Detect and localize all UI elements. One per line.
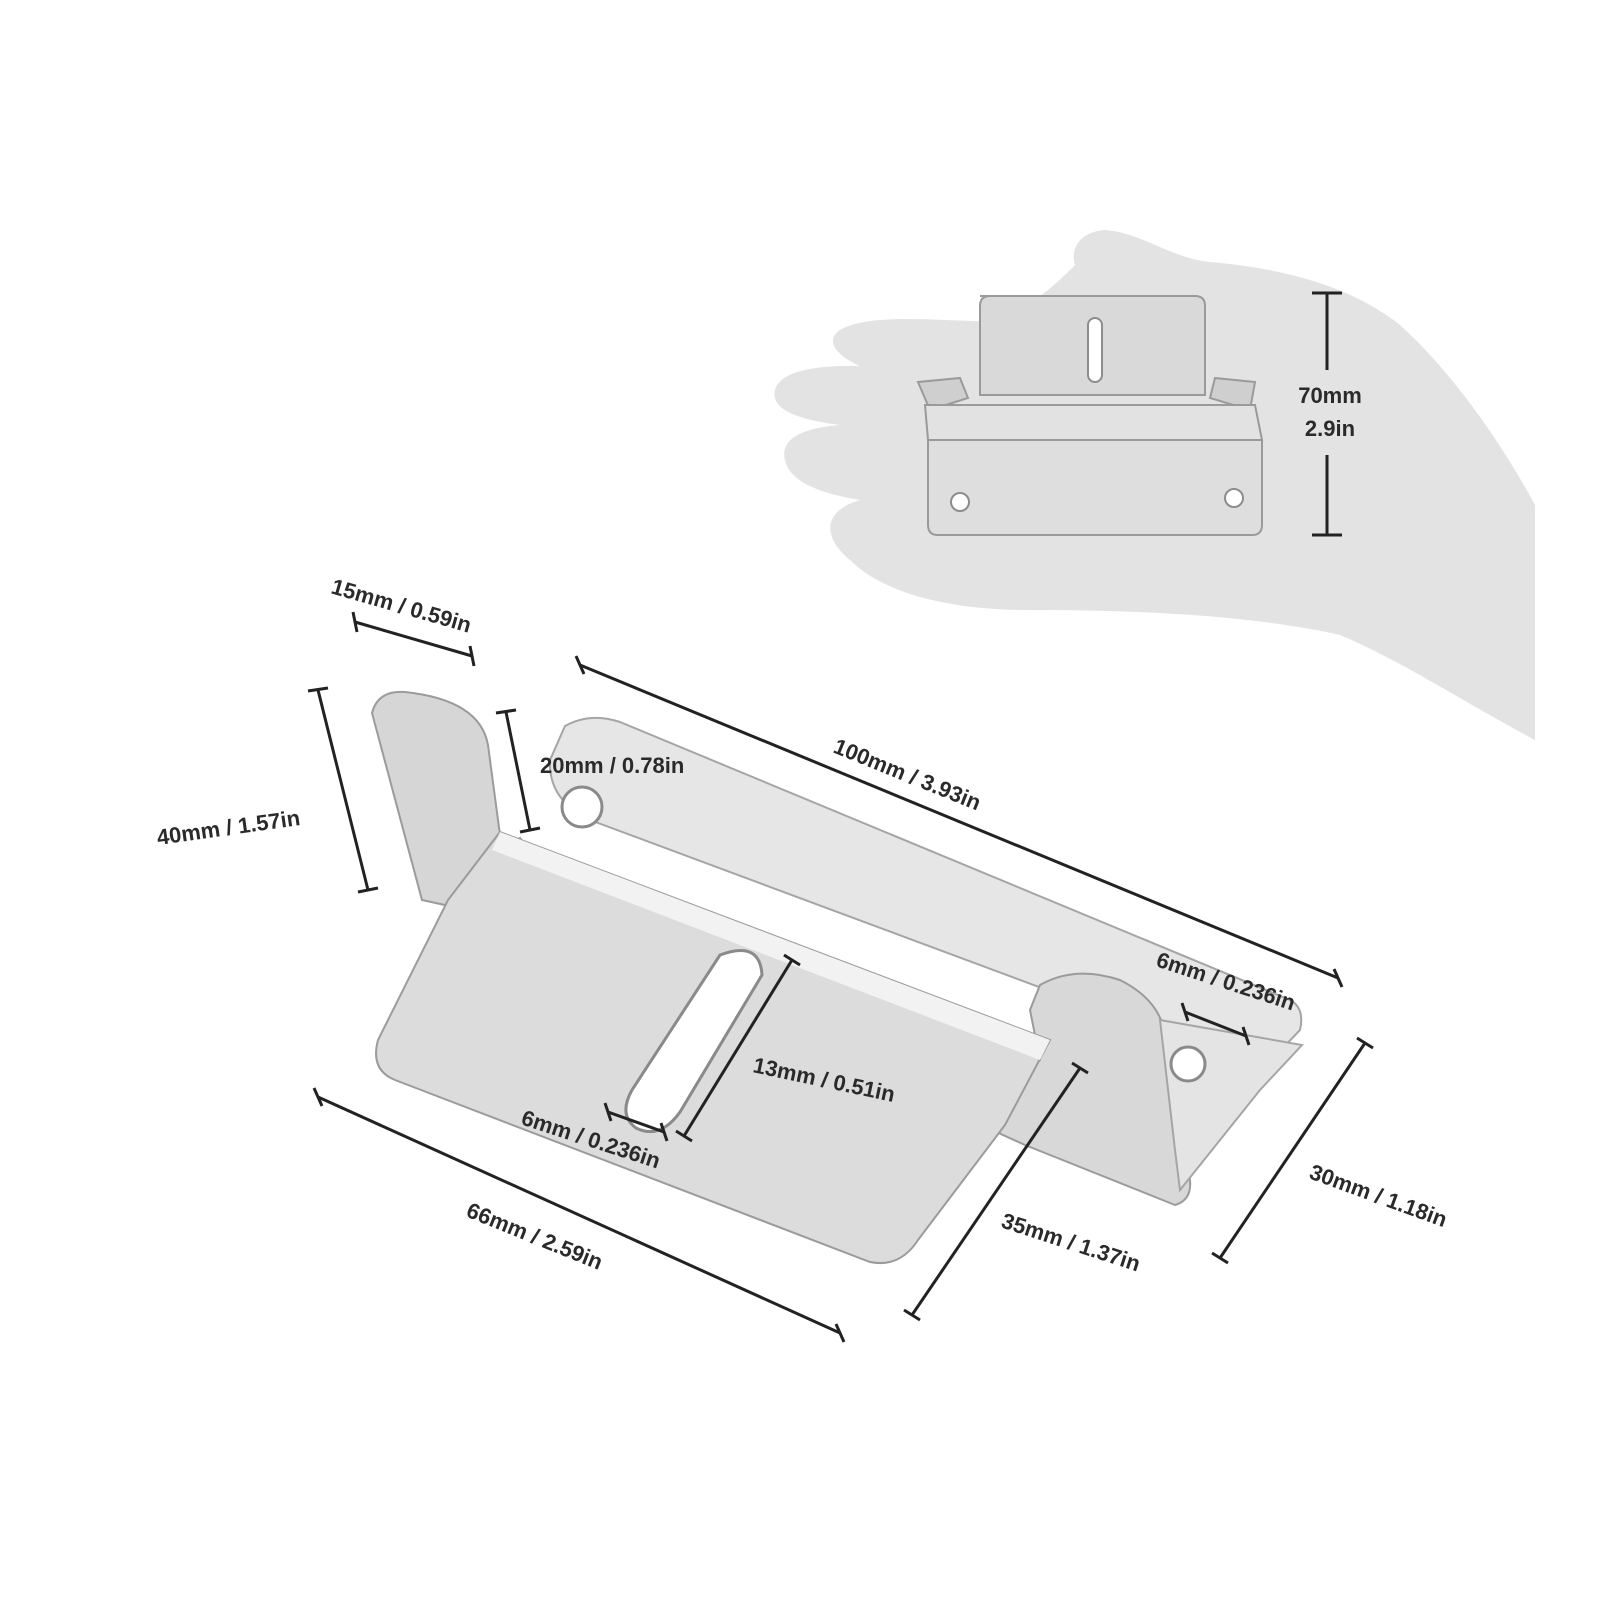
dim-40mm-label: 40mm / 1.57in (155, 805, 301, 850)
small-bracket-hole-right (1224, 488, 1244, 508)
small-bracket-fold (923, 404, 1264, 441)
dim-70mm-in-label: 2.9in (1305, 416, 1355, 441)
large-bracket-back-hole (560, 785, 604, 829)
dim-70mm-mm-label: 70mm (1298, 383, 1362, 408)
dim-40mm: 40mm / 1.57in (155, 686, 379, 894)
small-bracket-slot (1087, 317, 1103, 383)
small-bracket-base (927, 439, 1263, 536)
dim-66mm-label: 66mm / 2.59in (463, 1197, 606, 1274)
small-bracket-left-lip (916, 376, 970, 412)
large-bracket (370, 690, 1304, 1264)
large-bracket-right-hole (1169, 1045, 1207, 1083)
small-bracket-hole-left (950, 492, 970, 512)
dim-15mm-label: 15mm / 0.59in (329, 574, 475, 638)
dim-35mm-label: 35mm / 1.37in (998, 1208, 1143, 1276)
dim-20mm-label: 20mm / 0.78in (540, 753, 684, 778)
small-bracket (916, 295, 1264, 536)
dim-70mm: 70mm 2.9in (1298, 291, 1362, 537)
dim-100mm-label: 100mm / 3.93in (830, 733, 985, 815)
dim-30mm-label: 30mm / 1.18in (1306, 1159, 1450, 1232)
dim-15mm: 15mm / 0.59in (329, 574, 476, 667)
dim-20mm: 20mm / 0.78in (495, 708, 684, 834)
large-bracket-right-flange (1158, 1018, 1304, 1193)
large-bracket-right-upright (968, 972, 1192, 1207)
large-bracket-fold-highlight (492, 832, 1050, 1060)
